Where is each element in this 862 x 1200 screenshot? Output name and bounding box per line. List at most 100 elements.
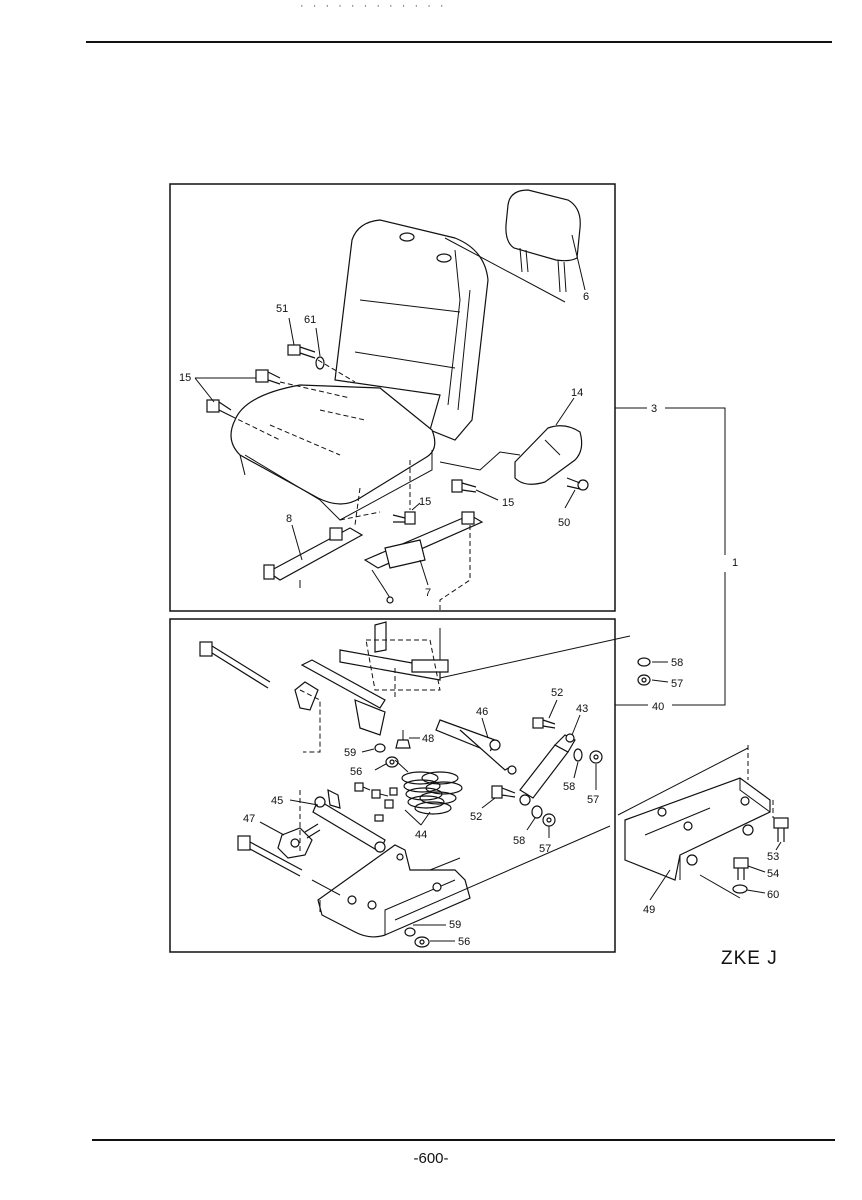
nut-57-shape [542, 813, 556, 827]
leader-line [481, 797, 496, 809]
callout-57: 57 [539, 843, 551, 855]
callout-7: 7 [425, 587, 431, 599]
leader-line [411, 502, 421, 511]
callout-54: 54 [767, 868, 779, 880]
long-bolt-shape [237, 835, 303, 877]
callout-49: 49 [643, 904, 655, 916]
seat-rail-7-shape [363, 511, 484, 604]
callout-15: 15 [179, 372, 191, 384]
callout-6: 6 [583, 291, 589, 303]
leader-line [481, 717, 489, 739]
leader-line [419, 559, 429, 586]
base-plate-shape [311, 825, 611, 938]
washer-58-shape [531, 805, 543, 819]
leader-line [573, 761, 579, 779]
callout-52: 52 [551, 687, 563, 699]
leader-line [649, 869, 671, 901]
nut-57-shape [589, 750, 603, 764]
dashed-guide [317, 359, 356, 383]
bolt-54-shape [733, 857, 749, 880]
dashed-guide [279, 381, 351, 399]
callout-52: 52 [470, 811, 482, 823]
callout-59: 59 [449, 919, 461, 931]
bolt-52-shape [532, 717, 556, 729]
bottom-rule [92, 1139, 835, 1141]
callout-46: 46 [476, 706, 488, 718]
mounting-bracket-49-shape [617, 745, 771, 881]
leader-line [526, 817, 536, 831]
bolt-53-shape [773, 817, 789, 842]
callout-56: 56 [350, 766, 362, 778]
bracket-plate-shape [365, 621, 631, 700]
callout-58: 58 [513, 835, 525, 847]
recliner-cover-14-shape [514, 425, 583, 485]
leader-line [571, 714, 581, 736]
leader-line [315, 327, 321, 357]
link-46-shape [435, 719, 517, 775]
bolt-50-shape [566, 477, 589, 491]
callout-45: 45 [271, 795, 283, 807]
dashed-guide [439, 525, 471, 611]
spring-44-shape [394, 759, 463, 815]
callout-43: 43 [576, 703, 588, 715]
top-rule [86, 41, 832, 43]
leader-line [555, 397, 575, 426]
leader-line [361, 748, 375, 753]
washer-61-shape [315, 356, 325, 370]
leader-line [439, 451, 521, 471]
leader-line [564, 489, 576, 509]
callout-56: 56 [458, 936, 470, 948]
callout-44: 44 [415, 829, 427, 841]
bolt-51-shape [287, 344, 316, 359]
seat-assembly-frame [169, 183, 616, 612]
dashed-guide [339, 511, 381, 521]
bracket-line [665, 407, 726, 555]
callout-15: 15 [502, 497, 514, 509]
bolt-15-shape [392, 479, 477, 525]
headrest-collar-shape [399, 232, 415, 242]
leader-line [747, 865, 766, 873]
bolt-15-shape [206, 369, 281, 417]
dashed-guide [230, 415, 281, 441]
lever-45-shape [312, 788, 386, 853]
leader-line [651, 679, 669, 683]
seat-rail-8-shape [263, 527, 364, 588]
long-bolt-shape [199, 641, 271, 689]
callout-57: 57 [671, 678, 683, 690]
leader-line [374, 763, 387, 771]
grease-nipple-48-shape [395, 730, 411, 749]
callout-40: 40 [652, 701, 664, 713]
bolt-52-shape [491, 785, 516, 799]
headrest-collar-shape [436, 253, 452, 263]
washer-58-shape [637, 657, 651, 667]
nut-56-shape [414, 936, 430, 948]
variant-code: ZKE J [721, 948, 778, 969]
callout-61: 61 [304, 314, 316, 326]
bracket-line [672, 572, 726, 706]
seat-cushion-shape [230, 384, 436, 521]
leader-line [404, 809, 431, 826]
leader-line [746, 889, 766, 894]
callout-3: 3 [651, 403, 657, 415]
headrest-shape [444, 189, 586, 303]
callout-8: 8 [286, 513, 292, 525]
callout-47: 47 [243, 813, 255, 825]
seat-back-shape [334, 219, 489, 441]
callout-60: 60 [767, 889, 779, 901]
dashed-guide [354, 487, 361, 526]
callout-1: 1 [732, 557, 738, 569]
washer-59-shape [374, 743, 386, 753]
shock-absorber-43-shape [519, 733, 576, 806]
leader-line [548, 699, 558, 719]
callout-58: 58 [671, 657, 683, 669]
page-number: -600- [413, 1150, 449, 1167]
callout-53: 53 [767, 851, 779, 863]
callout-50: 50 [558, 517, 570, 529]
callout-14: 14 [571, 387, 583, 399]
callout-59: 59 [344, 747, 356, 759]
callout-48: 48 [422, 733, 434, 745]
spring-hardware-shape [354, 782, 398, 822]
callout-15: 15 [419, 496, 431, 508]
leader-line [475, 489, 499, 501]
